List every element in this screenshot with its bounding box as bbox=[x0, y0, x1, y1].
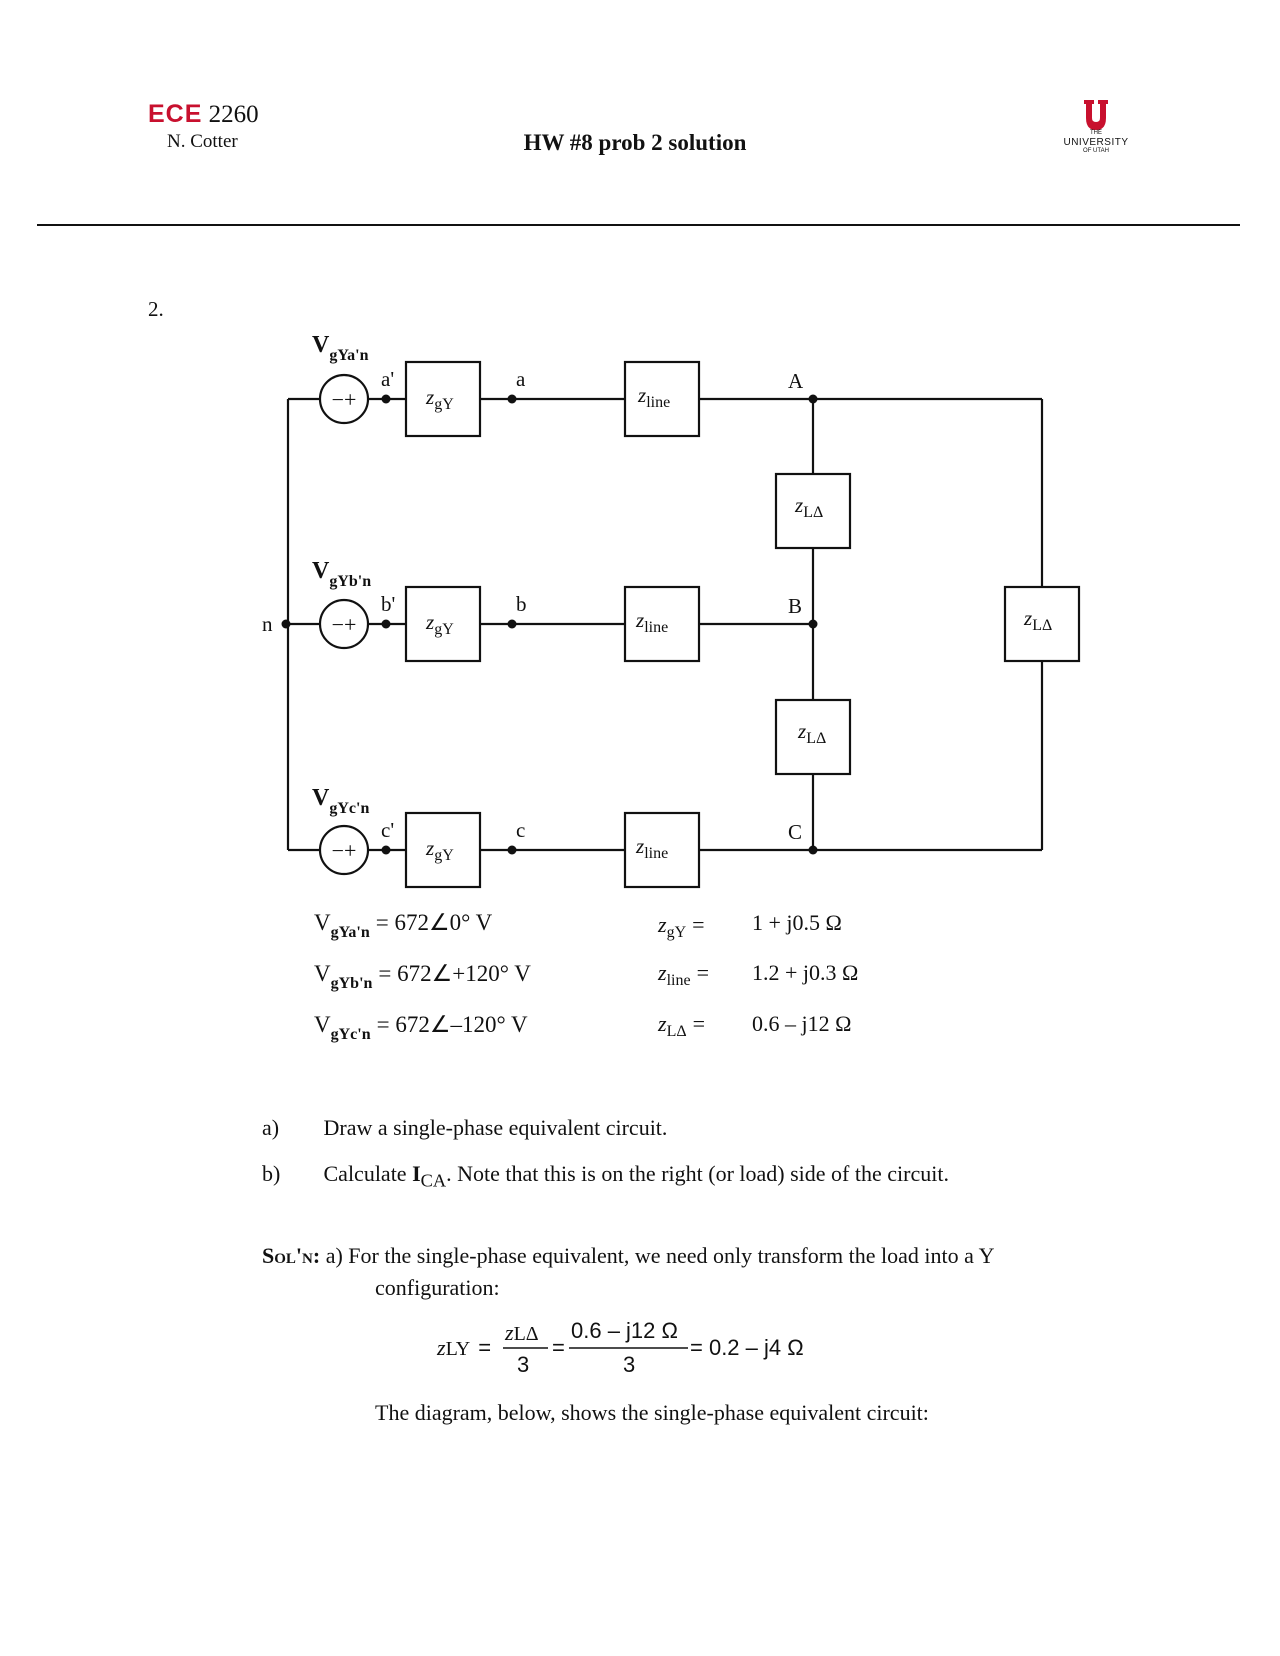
diagram-note: The diagram, below, shows the single-pha… bbox=[375, 1400, 929, 1425]
node-c-prime: c' bbox=[381, 818, 394, 842]
svg-text:zgY: zgY bbox=[425, 836, 454, 864]
svg-text:1.2 + j0.3 Ω: 1.2 + j0.3 Ω bbox=[752, 960, 858, 985]
source-sign: −+ bbox=[332, 838, 357, 863]
solution-heading: Sol'n: bbox=[262, 1243, 321, 1268]
header-rule bbox=[37, 224, 1240, 226]
page-title: HW #8 prob 2 solution bbox=[523, 130, 747, 155]
question-b: b) Calculate ICA. Note that this is on t… bbox=[262, 1161, 949, 1191]
svg-text:VgYb'n= 672∠+120° V: VgYb'n= 672∠+120° V bbox=[314, 961, 531, 992]
svg-text:zLΔ: zLΔ bbox=[504, 1320, 539, 1345]
node-n: n bbox=[262, 612, 273, 636]
svg-text:0.6 – j12 Ω: 0.6 – j12 Ω bbox=[752, 1011, 851, 1036]
course-logo: ECE 2260 bbox=[148, 100, 259, 129]
node-b-prime: b' bbox=[381, 592, 395, 616]
impedance-zgy-c: zgY bbox=[404, 811, 482, 889]
source-sign: −+ bbox=[332, 612, 357, 637]
logo-the: THE bbox=[1090, 130, 1102, 136]
impedance-zline-b: zline bbox=[623, 585, 701, 663]
logo-of-utah: OF UTAH bbox=[1083, 148, 1109, 154]
source-sign: −+ bbox=[332, 387, 357, 412]
node-a: a bbox=[516, 367, 526, 391]
question-a: a) Draw a single-phase equivalent circui… bbox=[262, 1115, 667, 1141]
source-label-b: VgYb'n bbox=[312, 558, 371, 590]
solution-line2: configuration: bbox=[375, 1275, 500, 1300]
svg-text:zLΔ=: zLΔ= bbox=[657, 1011, 705, 1040]
impedance-zld-ab: zLΔ bbox=[774, 472, 852, 550]
svg-text:0.6 – j12 Ω: 0.6 – j12 Ω bbox=[571, 1318, 678, 1343]
solution-intro: Sol'n: a) For the single-phase equivalen… bbox=[262, 1237, 1142, 1274]
svg-text:3: 3 bbox=[517, 1352, 529, 1377]
solution-part: a) bbox=[325, 1243, 343, 1268]
voltage-source-c: −+ bbox=[318, 824, 370, 876]
impedance-zld-ca: zLΔ bbox=[1003, 585, 1081, 663]
svg-text:VgYc'n= 672∠–120° V: VgYc'n= 672∠–120° V bbox=[314, 1012, 528, 1043]
node-A: A bbox=[788, 369, 804, 393]
svg-text:zline: zline bbox=[635, 834, 668, 862]
svg-text:zLΔ: zLΔ bbox=[1023, 606, 1052, 634]
svg-text:zgY: zgY bbox=[425, 385, 454, 413]
svg-text:= 0.2 – j4 Ω: = 0.2 – j4 Ω bbox=[690, 1335, 804, 1360]
node-C: C bbox=[788, 820, 802, 844]
impedance-zld-bc: zLΔ bbox=[774, 698, 852, 776]
impedance-zline-c: zline bbox=[623, 811, 701, 889]
svg-text:=: = bbox=[552, 1335, 565, 1360]
node-a-prime: a' bbox=[381, 367, 394, 391]
ece-mark: ECE bbox=[148, 100, 203, 128]
voltage-source-b: −+ bbox=[318, 598, 370, 650]
node-b: b bbox=[516, 592, 527, 616]
svg-text:1 + j0.5 Ω: 1 + j0.5 Ω bbox=[752, 910, 842, 935]
source-label-a: VgYa'n bbox=[312, 332, 369, 364]
question-text-pre: Calculate bbox=[323, 1161, 413, 1186]
svg-text:zLΔ: zLΔ bbox=[794, 493, 823, 521]
current-subscript: CA bbox=[420, 1170, 447, 1191]
node-dots bbox=[281, 394, 818, 855]
svg-text:zline: zline bbox=[635, 608, 668, 636]
question-label: a) bbox=[262, 1115, 280, 1140]
node-B: B bbox=[788, 594, 802, 618]
given-impedances: zgY= 1 + j0.5 Ω zline= 1.2 + j0.3 Ω zLΔ=… bbox=[657, 910, 858, 1040]
logo-university: UNIVERSITY bbox=[1063, 137, 1129, 148]
question-label: b) bbox=[262, 1161, 281, 1186]
svg-text:3: 3 bbox=[623, 1352, 635, 1377]
impedance-zline-a: zline bbox=[623, 360, 701, 438]
question-text-post: . Note that this is on the right (or loa… bbox=[446, 1161, 949, 1186]
impedance-zgy-b: zgY bbox=[404, 585, 482, 663]
current-symbol: I bbox=[412, 1161, 421, 1186]
impedance-zgy-a: zgY bbox=[404, 360, 482, 438]
problem-number: 2. bbox=[148, 297, 164, 321]
question-text: Draw a single-phase equivalent circuit. bbox=[323, 1115, 668, 1140]
u-block-icon bbox=[1084, 100, 1108, 130]
source-label-c: VgYc'n bbox=[312, 785, 369, 817]
author: N. Cotter bbox=[167, 131, 238, 152]
svg-text:VgYa'n= 672∠0° V: VgYa'n= 672∠0° V bbox=[314, 910, 493, 941]
solution-line1: For the single-phase equivalent, we need… bbox=[348, 1243, 995, 1268]
university-logo: THE UNIVERSITY OF UTAH bbox=[1036, 100, 1156, 155]
given-voltages: VgYa'n= 672∠0° V VgYb'n= 672∠+120° V VgY… bbox=[314, 910, 531, 1043]
svg-text:zgY=: zgY= bbox=[657, 912, 705, 941]
course-number: 2260 bbox=[208, 101, 259, 128]
svg-text:zline=: zline= bbox=[657, 960, 709, 989]
svg-text:zLΔ: zLΔ bbox=[797, 719, 826, 747]
svg-text:zLY=: zLY= bbox=[436, 1335, 491, 1360]
node-c: c bbox=[516, 818, 525, 842]
voltage-source-a: −+ bbox=[318, 373, 370, 425]
svg-text:zgY: zgY bbox=[425, 610, 454, 638]
svg-text:zline: zline bbox=[637, 383, 670, 411]
